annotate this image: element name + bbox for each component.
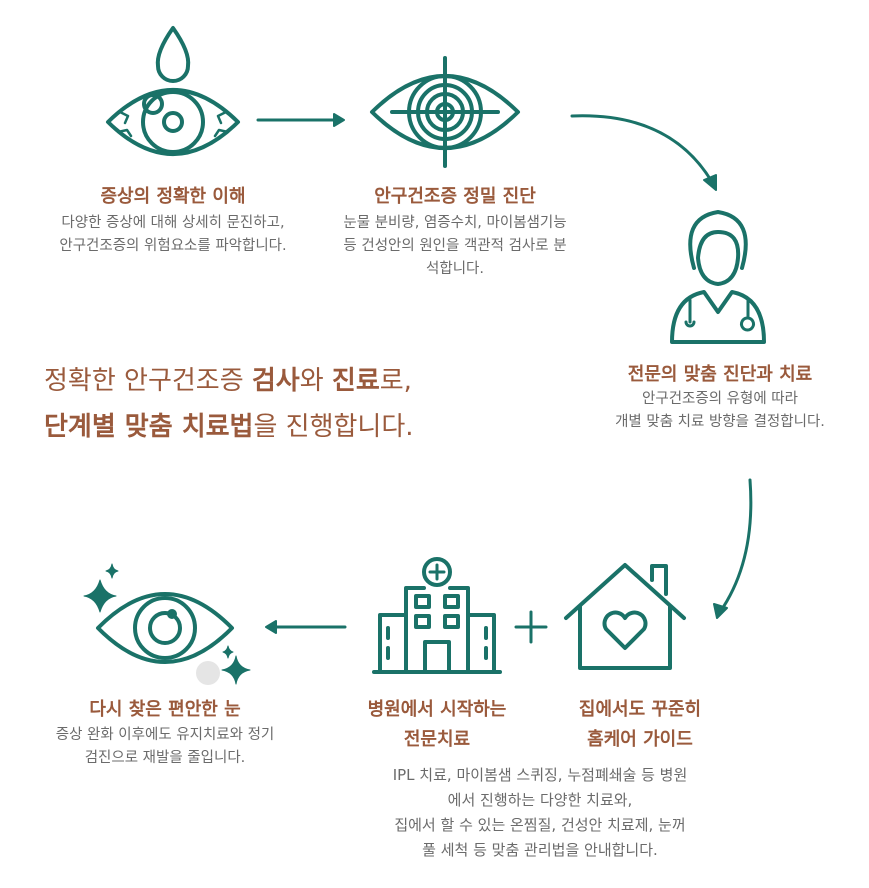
headline-emphasis: 진료 <box>331 366 380 396</box>
home-heart-icon <box>564 563 686 670</box>
step-desc-symptom-understanding: 다양한 증상에 대해 상세히 문진하고, 안구건조증의 위험요소를 파악합니다. <box>59 212 286 258</box>
curved-arrow-down-icon <box>713 478 753 619</box>
eye-with-drop-icon <box>106 26 240 156</box>
headline-line-2: 단계별 맞춤 치료법을 진행합니다. <box>44 404 414 450</box>
desc-line: 등 건성안의 원인을 객관적 검사로 분 <box>343 238 567 254</box>
arrow-left-icon <box>265 620 347 634</box>
step-title-home-care: 집에서도 꾸준히 홈케어 가이드 <box>579 695 701 755</box>
headline-emphasis: 검사 <box>251 366 300 396</box>
treatment-description: IPL 치료, 마이봄샘 스퀴징, 누점폐쇄술 등 병원 에서 진행하는 다양한… <box>393 763 688 863</box>
headline-text: 와 <box>299 366 332 396</box>
desc-line: IPL 치료, 마이봄샘 스퀴징, 누점폐쇄술 등 병원 <box>392 766 688 784</box>
headline: 정확한 안구건조증 검사와 진료로, 단계별 맞춤 치료법을 진행합니다. <box>44 358 414 450</box>
curved-arrow-icon <box>570 114 717 191</box>
arrow-right-icon <box>256 113 345 127</box>
step-desc-comfortable-eyes: 증상 완화 이후에도 유지치료와 정기 검진으로 재발을 줄입니다. <box>56 724 275 770</box>
desc-line: 개별 맞춤 치료 방향을 결정합니다. <box>615 414 825 430</box>
step-title-comfortable-eyes: 다시 찾은 편안한 눈 <box>89 699 241 720</box>
desc-line: 안구건조증의 유형에 따라 <box>642 391 798 407</box>
hospital-icon <box>372 557 502 674</box>
desc-line: 풀 세척 등 맞춤 관리법을 안내합니다. <box>422 841 658 859</box>
eye-target-icon <box>370 56 520 168</box>
title-line: 집에서도 꾸준히 <box>578 699 702 720</box>
desc-line: 눈물 분비량, 염증수치, 마이봄샘기능 <box>343 215 567 231</box>
desc-line: 안구건조증의 위험요소를 파악합니다. <box>59 238 287 254</box>
step-title-hospital-treatment: 병원에서 시작하는 전문치료 <box>368 695 507 755</box>
step-title-specialist-treatment: 전문의 맞춤 진단과 치료 <box>627 364 813 385</box>
plus-icon <box>514 610 548 644</box>
sparkle-eye-icon <box>83 563 251 685</box>
title-line: 병원에서 시작하는 <box>367 699 507 720</box>
desc-line: 에서 진행하는 다양한 치료와, <box>447 791 633 809</box>
headline-text: 정확한 안구건조증 <box>44 366 252 396</box>
headline-text: 을 진행합니다. <box>253 412 414 442</box>
step-title-symptom-understanding: 증상의 정확한 이해 <box>100 186 246 207</box>
step-desc-specialist-treatment: 안구건조증의 유형에 따라 개별 맞춤 치료 방향을 결정합니다. <box>615 388 825 434</box>
desc-line: 검진으로 재발을 줄입니다. <box>84 750 246 766</box>
step-title-precise-diagnosis: 안구건조증 정밀 진단 <box>374 186 536 207</box>
doctor-icon <box>670 210 766 344</box>
desc-line: 다양한 증상에 대해 상세히 문진하고, <box>61 215 285 231</box>
desc-line: 집에서 할 수 있는 온찜질, 건성안 치료제, 눈꺼 <box>394 816 686 834</box>
headline-emphasis: 단계별 맞춤 치료법 <box>44 412 254 442</box>
desc-line: 증상 완화 이후에도 유지치료와 정기 <box>55 727 275 743</box>
headline-text: 로, <box>379 366 412 396</box>
title-line: 전문치료 <box>403 729 471 750</box>
title-line: 홈케어 가이드 <box>587 729 693 750</box>
desc-line: 석합니다. <box>426 261 484 277</box>
step-desc-precise-diagnosis: 눈물 분비량, 염증수치, 마이봄샘기능 등 건성안의 원인을 객관적 검사로 … <box>343 212 566 281</box>
headline-line-1: 정확한 안구건조증 검사와 진료로, <box>44 358 414 404</box>
